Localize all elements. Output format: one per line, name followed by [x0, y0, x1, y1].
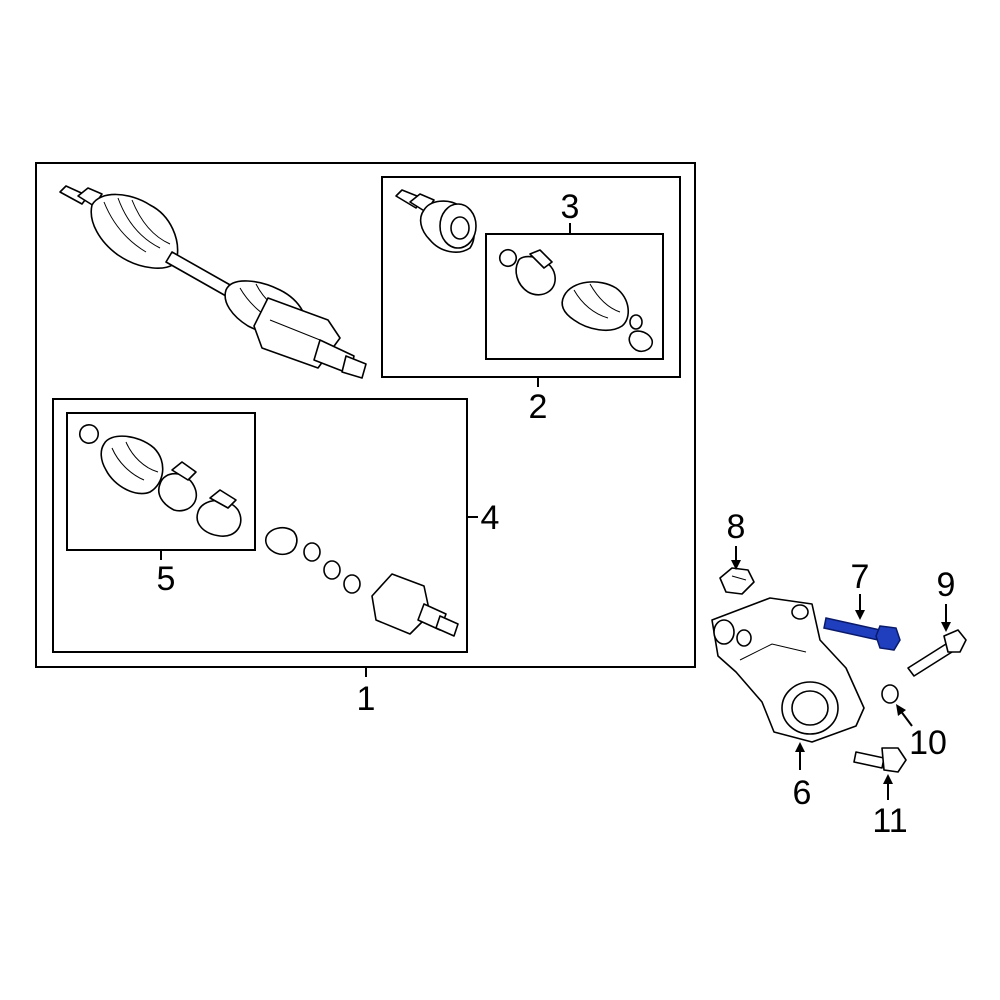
callout-2: 2 — [529, 388, 548, 426]
callout-6: 6 — [793, 774, 812, 812]
callout-11: 11 — [872, 802, 907, 840]
washer-10 — [881, 684, 899, 704]
bolt-9 — [907, 629, 967, 677]
bolt-7-highlighted — [823, 617, 901, 651]
box-4-outline — [52, 398, 468, 653]
callout-4: 4 — [481, 499, 500, 537]
bearing-bracket — [711, 597, 865, 743]
callout-10: 10 — [909, 724, 947, 762]
box-2-outline — [381, 176, 681, 378]
callout-9: 9 — [937, 566, 956, 604]
callout-8: 8 — [727, 508, 746, 546]
bolt-11 — [853, 747, 907, 773]
box-3-outline — [485, 233, 664, 360]
callout-3: 3 — [561, 188, 580, 226]
nut-8 — [719, 567, 755, 595]
inner-boot-kit — [78, 423, 242, 537]
callout-1: 1 — [357, 680, 376, 718]
axle-shaft-assembly — [59, 185, 367, 379]
inner-joint — [265, 526, 459, 637]
outer-joint — [395, 189, 477, 253]
callout-5: 5 — [157, 560, 176, 598]
outer-boot-kit — [498, 248, 654, 353]
callout-7: 7 — [851, 558, 870, 596]
callout-arrows — [731, 546, 951, 800]
